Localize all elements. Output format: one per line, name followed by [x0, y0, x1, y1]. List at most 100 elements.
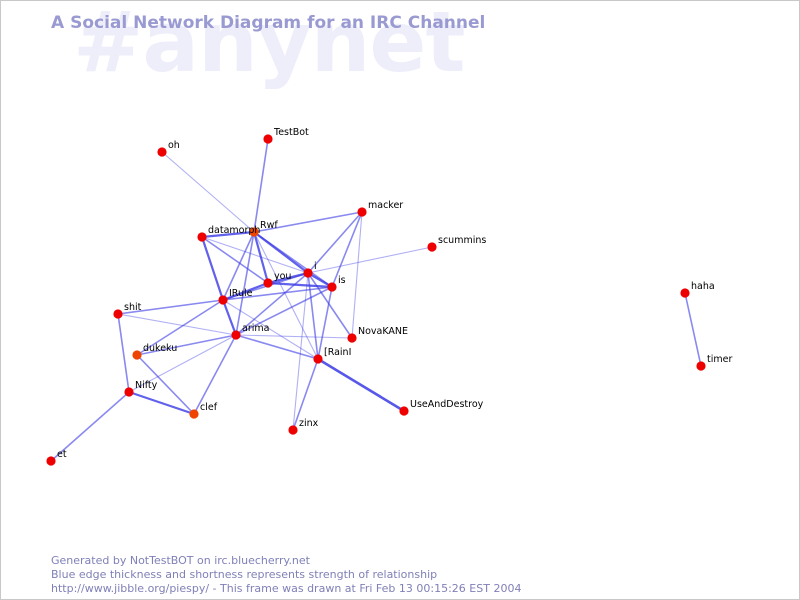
footer-generated-by: Generated by NotTestBOT on irc.bluecherr… [51, 554, 310, 567]
edge-macker-NovaKANE [351, 211, 363, 339]
edge-IRule-arima [221, 299, 238, 336]
node-dot [124, 387, 134, 397]
diagram-footer: Generated by NotTestBOT on irc.bluecherr… [51, 554, 521, 596]
node-label: you [274, 271, 291, 282]
node-dot [399, 406, 409, 416]
channel-watermark: #anynet [73, 0, 466, 91]
edge-arima-IRainI [235, 334, 319, 360]
node-dot [313, 354, 323, 364]
node-label: scummins [438, 235, 486, 246]
edge-datamorph-you [201, 236, 269, 284]
edge-haha-timer [684, 292, 702, 367]
edge-datamorph-i [201, 236, 309, 274]
node-clef: clef [189, 402, 218, 419]
node-dot [113, 309, 123, 319]
node-label: dukeku [143, 343, 177, 354]
edge-datamorph-IRule [200, 236, 225, 301]
edge-scummins-i [307, 246, 433, 274]
node-dot [46, 456, 56, 466]
node-label: timer [707, 354, 732, 365]
node-label: haha [691, 281, 715, 292]
edge-you-IRule [222, 281, 269, 302]
node-timer: timer [696, 354, 732, 371]
node-oh: oh [157, 140, 180, 157]
edge-IRule-dukeku [136, 299, 224, 356]
node-scummins: scummins [427, 235, 486, 252]
node-label: TestBot [273, 127, 309, 138]
node-label: macker [368, 200, 403, 211]
edge-Rwf-IRainI [253, 231, 319, 360]
node-et: et [46, 449, 67, 466]
diagram-title: A Social Network Diagram for an IRC Chan… [51, 13, 486, 33]
node-dot [132, 350, 142, 360]
edge-shit-Nifty [117, 313, 130, 393]
node-dot [157, 147, 167, 157]
edge-i-NovaKANE [307, 272, 353, 339]
edge-shit-IRule [117, 299, 224, 315]
footer-legend-note: Blue edge thickness and shortness repres… [51, 568, 438, 581]
node-IRule: IRule [218, 288, 253, 305]
node-macker: macker [357, 200, 403, 217]
edge-shit-arima [117, 313, 237, 336]
node-label: shit [124, 302, 142, 313]
node-Nifty: Nifty [124, 380, 158, 397]
node-label: is [338, 275, 346, 286]
node-label: zinx [299, 418, 319, 429]
edge-is-arima [235, 286, 333, 336]
node-dot [189, 409, 199, 419]
node-dot [357, 207, 367, 217]
footer-url-timestamp: http://www.jibble.org/piespy/ - This fra… [51, 582, 522, 595]
node-dot [696, 361, 706, 371]
edge-arima-clef [193, 334, 237, 415]
edge-TestBot-Rwf [253, 138, 269, 233]
node-IRainI: [RainI [313, 347, 351, 364]
node-label: NovaKANE [358, 326, 408, 337]
edge-IRainI-UseAndDestroy [317, 357, 405, 413]
edge-i-arima [235, 272, 309, 336]
node-label: arima [242, 323, 269, 334]
edge-i-is [307, 272, 333, 288]
node-i: i [303, 261, 317, 278]
node-you: you [263, 271, 291, 288]
node-dot [347, 333, 357, 343]
node-dot [197, 232, 207, 242]
edge-is-IRule [222, 286, 333, 301]
node-label: et [57, 449, 67, 460]
edge-Nifty-clef [128, 390, 195, 416]
edge-is-IRainI [317, 286, 333, 360]
node-arima: arima [231, 323, 269, 340]
node-dukeku: dukeku [132, 343, 177, 360]
node-datamorph: datamorph [197, 225, 260, 242]
node-dot [427, 242, 437, 252]
node-dot [218, 295, 228, 305]
node-dot [263, 278, 273, 288]
edge-Rwf-arima [235, 231, 255, 336]
node-label: i [314, 261, 317, 272]
edge-dukeku-clef [136, 354, 195, 415]
edge-Rwf-you [252, 231, 270, 284]
node-dot [263, 134, 273, 144]
node-dot [327, 282, 337, 292]
edge-datamorph-Rwf [201, 230, 255, 239]
node-dot [303, 268, 313, 278]
node-NovaKANE: NovaKANE [347, 326, 408, 343]
node-haha: haha [680, 281, 715, 298]
node-label: [RainI [324, 347, 351, 358]
edge-you-is [267, 281, 333, 289]
edge-IRule-IRainI [222, 299, 319, 360]
node-label: oh [168, 140, 180, 151]
node-dot [288, 425, 298, 435]
node-is: is [327, 275, 346, 292]
node-label: Rwf [260, 220, 278, 231]
node-dot [249, 227, 259, 237]
node-Rwf: Rwf [249, 220, 278, 237]
edge-i-zinx [292, 272, 309, 431]
edge-Rwf-IRule [222, 231, 255, 301]
node-dot [231, 330, 241, 340]
edge-oh-Rwf [161, 151, 255, 233]
node-label: datamorph [208, 225, 260, 236]
edge-arima-Nifty [128, 334, 237, 393]
